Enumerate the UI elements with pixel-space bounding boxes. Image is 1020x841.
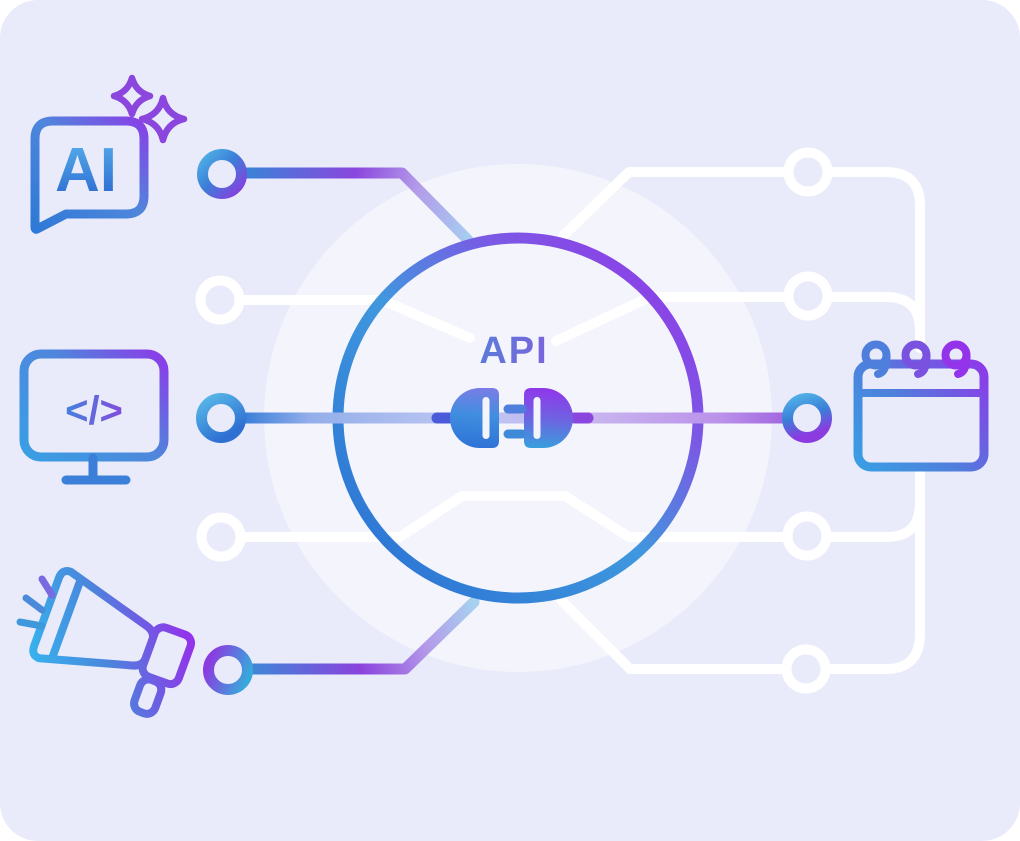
white-circuit-nodes: [195, 147, 833, 694]
circuit-node-icon: [196, 512, 246, 562]
calendar-spiral-rings: [861, 340, 971, 378]
chat-bubble-outline: [30, 116, 149, 234]
circuit-trace-bottom-right: [556, 595, 925, 674]
connector-megaphone-to-api: [246, 596, 480, 675]
connector-ai-to-api: [241, 167, 474, 246]
sound-ray-icon: [16, 618, 46, 630]
code-monitor-icon: </>: [19, 349, 169, 485]
spiral-ring-tail: [914, 353, 931, 378]
sparkle-icon: [138, 94, 188, 144]
calendar-body: [853, 359, 989, 472]
sound-rays: [16, 575, 56, 630]
gradient-circuit-nodes: [196, 149, 832, 695]
circuit-node-icon: [783, 147, 833, 197]
white-circuit-traces: [240, 167, 925, 674]
megaphone-icon: [16, 567, 196, 718]
sound-ray-icon: [22, 594, 46, 614]
ai-chat-bubble-icon: AI: [30, 74, 188, 234]
calendar-icon: [853, 340, 989, 472]
ai-label: AI: [55, 136, 117, 205]
circuit-node-icon: [782, 393, 832, 443]
plug-right-slot: [533, 397, 541, 439]
sparkle-icon: [110, 74, 154, 118]
plug-connection-icon: [431, 388, 594, 448]
circuit-node-icon: [782, 511, 832, 561]
socket-left-slot: [482, 397, 490, 439]
circuit-node-icon: [781, 644, 831, 694]
circuit-trace-top-right: [558, 167, 925, 241]
megaphone-mouth-rim: [48, 577, 84, 661]
api-label: API: [479, 330, 548, 372]
circuit-node-icon: [195, 275, 245, 325]
spiral-ring-tail: [954, 353, 971, 378]
circuit-node-icon: [783, 271, 833, 321]
megaphone-handle: [130, 675, 166, 718]
circuit-node-icon: [196, 393, 246, 443]
circuit-node-icon: [197, 149, 247, 199]
spiral-ring-tail: [874, 353, 891, 378]
circuit-node-icon: [203, 645, 253, 695]
sound-ray-icon: [38, 575, 56, 599]
code-label: </>: [65, 389, 123, 433]
